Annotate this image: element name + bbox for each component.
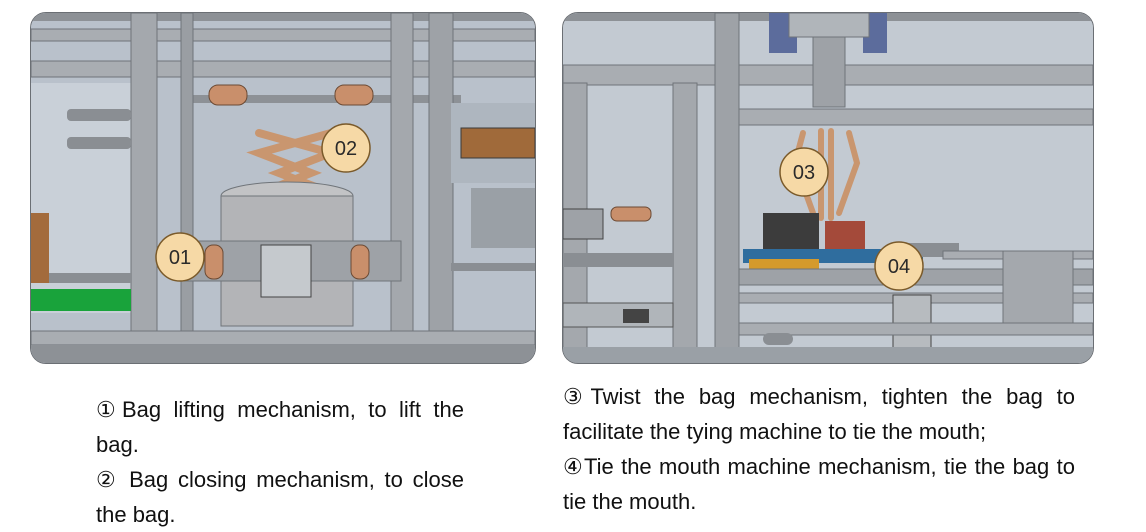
machine-drawing-left: 01 02	[31, 13, 535, 363]
svg-text:03: 03	[793, 162, 815, 184]
figure-twist-tie: 03 04	[562, 12, 1094, 364]
machine-drawing-right: 03 04	[563, 13, 1093, 363]
marker-03: 03	[779, 147, 829, 197]
marker-02: 02	[321, 123, 371, 173]
caption-right: ③Twist the bag mechanism, tighten the ba…	[563, 379, 1075, 519]
caption-item-3: ③Twist the bag mechanism, tighten the ba…	[563, 384, 1075, 444]
caption-item-1: ①Bag lifting mechanism, to lift the bag.	[96, 397, 464, 457]
figure-bag-lifting-closing: 01 02	[30, 12, 536, 364]
caption-item-2: ② Bag closing mechanism, to close the ba…	[96, 467, 464, 527]
svg-text:01: 01	[169, 247, 191, 269]
svg-text:04: 04	[888, 256, 910, 278]
marker-01: 01	[155, 232, 205, 282]
caption-item-4: ④Tie the mouth machine mechanism, tie th…	[563, 454, 1075, 514]
svg-text:02: 02	[335, 138, 357, 160]
marker-04: 04	[874, 241, 924, 291]
caption-left: ①Bag lifting mechanism, to lift the bag.…	[96, 392, 464, 532]
